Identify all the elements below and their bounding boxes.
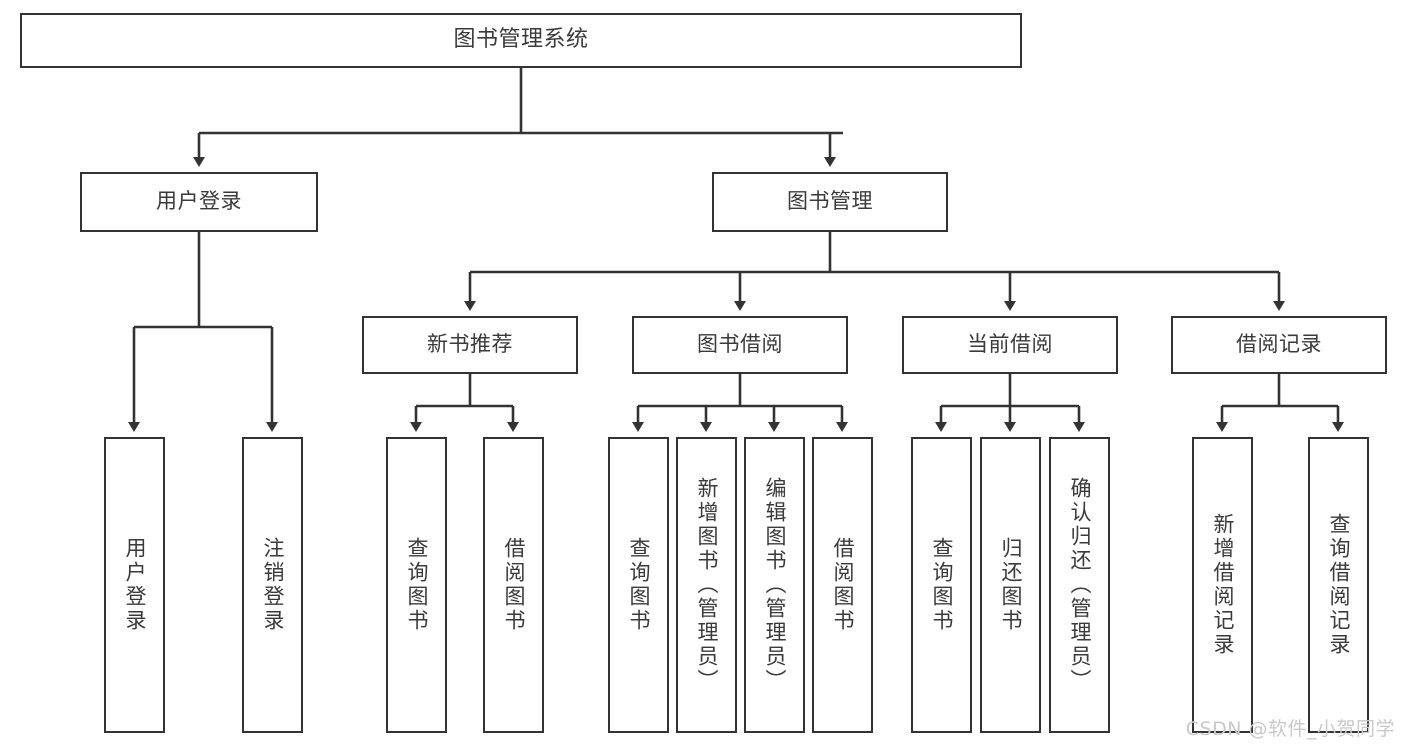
leaf-record-add[interactable]: 新增借阅记录: [1192, 437, 1253, 733]
leaf-new-book-query[interactable]: 查询图书: [386, 437, 447, 733]
node-current-borrow-label: 当前借阅: [967, 332, 1053, 357]
leaf-current-query-book-label: 查询图书: [930, 537, 954, 633]
node-user-login-label: 用户登录: [156, 189, 242, 214]
leaf-user-login-login-label: 用户登录: [123, 537, 147, 633]
node-root-label: 图书管理系统: [453, 27, 589, 53]
node-root[interactable]: 图书管理系统: [20, 13, 1022, 68]
leaf-record-query[interactable]: 查询借阅记录: [1308, 437, 1369, 733]
leaf-user-login-logout[interactable]: 注销登录: [242, 437, 303, 733]
leaf-new-book-borrow[interactable]: 借阅图书: [483, 437, 544, 733]
leaf-user-login-logout-label: 注销登录: [261, 537, 285, 633]
node-borrow-record[interactable]: 借阅记录: [1171, 316, 1387, 374]
leaf-current-confirm-return-label: 确认归还（管理员）: [1068, 477, 1092, 693]
leaf-new-book-borrow-label: 借阅图书: [502, 537, 526, 633]
leaf-current-query-book[interactable]: 查询图书: [911, 437, 972, 733]
node-borrow-record-label: 借阅记录: [1236, 332, 1322, 357]
leaf-user-login-login[interactable]: 用户登录: [104, 437, 165, 733]
leaf-borrow-edit-book-label: 编辑图书（管理员）: [763, 477, 787, 693]
node-book-borrow[interactable]: 图书借阅: [632, 316, 848, 374]
leaf-borrow-query-book-label: 查询图书: [627, 537, 651, 633]
leaf-current-return-book-label: 归还图书: [999, 537, 1023, 633]
leaf-borrow-borrow-book[interactable]: 借阅图书: [812, 437, 873, 733]
leaf-borrow-add-book[interactable]: 新增图书（管理员）: [676, 437, 737, 733]
node-book-borrow-label: 图书借阅: [697, 332, 783, 357]
node-new-book-recommend[interactable]: 新书推荐: [362, 316, 578, 374]
leaf-borrow-borrow-book-label: 借阅图书: [831, 537, 855, 633]
leaf-borrow-edit-book[interactable]: 编辑图书（管理员）: [744, 437, 805, 733]
leaf-borrow-query-book[interactable]: 查询图书: [608, 437, 669, 733]
leaf-current-confirm-return[interactable]: 确认归还（管理员）: [1049, 437, 1110, 733]
node-book-management[interactable]: 图书管理: [712, 172, 948, 232]
leaf-new-book-query-label: 查询图书: [405, 537, 429, 633]
node-book-management-label: 图书管理: [787, 189, 873, 214]
leaf-record-query-label: 查询借阅记录: [1327, 513, 1351, 657]
leaf-current-return-book[interactable]: 归还图书: [980, 437, 1041, 733]
node-current-borrow[interactable]: 当前借阅: [902, 316, 1118, 374]
node-new-book-recommend-label: 新书推荐: [427, 332, 513, 357]
csdn-watermark: CSDN @软件_小贺同学: [1185, 718, 1395, 740]
leaf-record-add-label: 新增借阅记录: [1211, 513, 1235, 657]
node-user-login[interactable]: 用户登录: [80, 172, 318, 232]
leaf-borrow-add-book-label: 新增图书（管理员）: [695, 477, 719, 693]
